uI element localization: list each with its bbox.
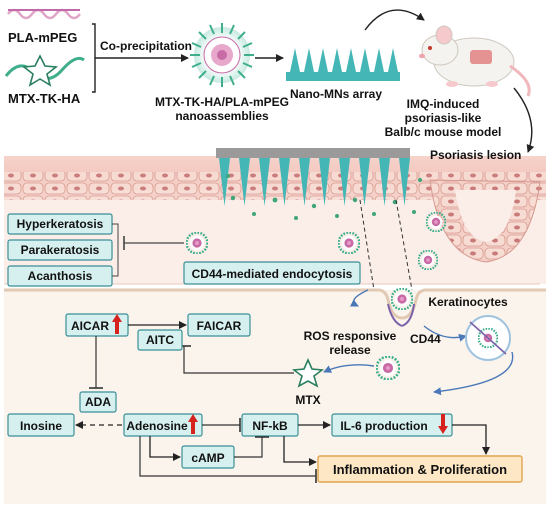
mouse-label-line2: psoriasis-like	[405, 111, 482, 125]
to-lesion-arrow	[513, 87, 535, 153]
aicar-label: AICAR	[71, 319, 109, 333]
cd44-receptor	[387, 303, 403, 327]
camp-inhibit-nfkb-line	[234, 437, 263, 458]
inflammation-box: Inflammation & Proliferation	[317, 455, 523, 483]
zoom-line-left	[359, 199, 375, 291]
adenosine-label: Adenosine	[126, 419, 188, 433]
mtx-star-icon	[21, 54, 59, 87]
mouse-label-line3: Balb/c mouse model	[385, 125, 502, 139]
mtx-inhibit-aitc-line	[183, 346, 294, 374]
parakeratosis-label: Parakeratosis	[21, 243, 100, 257]
mouse-label-line1: IMQ-induced	[407, 97, 480, 111]
il6-box: IL-6 production	[331, 413, 453, 437]
hyperkeratosis-box: Hyperkeratosis	[7, 213, 113, 235]
mouse-icon	[419, 25, 531, 97]
camp-label: cAMP	[191, 451, 224, 465]
il6-down-arrow-icon	[438, 414, 448, 434]
nanoassembly-large	[190, 23, 254, 87]
faicar-box: FAICAR	[187, 313, 251, 337]
to-mouse-arrow	[364, 9, 425, 31]
nanoassemblies-label-line2: nanoassemblies	[175, 109, 269, 123]
inosine-box: Inosine	[7, 413, 75, 437]
mtx-star-icon	[291, 358, 325, 388]
cell-membrane	[4, 288, 546, 320]
adenosine-inhibit-inflammation-line	[139, 436, 316, 477]
mtx-tk-ha-label: MTX-TK-HA	[8, 91, 81, 106]
adenosine-box: Adenosine	[123, 413, 203, 437]
mtx-tk-ha-group: MTX-TK-HA	[4, 54, 85, 106]
adenosine-up-arrow-icon	[188, 414, 198, 434]
hyperkeratosis-label: Hyperkeratosis	[17, 217, 104, 231]
inosine-label: Inosine	[20, 419, 62, 433]
cd44-endocytosis-label: CD44-mediated endocytosis	[192, 267, 353, 281]
camp-box: cAMP	[181, 445, 235, 469]
mns-patch-backing	[216, 148, 410, 158]
coprecipitation-label: Co-precipitation	[100, 39, 192, 53]
inflammation-label: Inflammation & Proliferation	[333, 462, 507, 477]
nano-mns-array-icon	[286, 48, 400, 81]
ada-box: ADA	[79, 391, 117, 413]
endosome-to-release-arrow	[433, 351, 514, 396]
inserted-microneedles	[219, 158, 410, 206]
ros-release-arrow	[323, 364, 375, 373]
keratinocytes-label: Keratinocytes	[428, 295, 508, 309]
lesion-patch	[470, 50, 492, 64]
pla-mpeg-label: PLA-mPEG	[8, 30, 77, 45]
nanoassemblies-label-line1: MTX-TK-HA/PLA-mPEG	[155, 95, 289, 109]
nfkb-label: NF-kB	[252, 419, 288, 433]
to-endosome-arrow	[423, 325, 467, 342]
symptoms-bracket	[112, 223, 119, 277]
parakeratosis-box: Parakeratosis	[7, 239, 113, 261]
uptake-arrow	[349, 289, 369, 307]
nfkb-box: NF-kB	[241, 413, 299, 437]
faicar-label: FAICAR	[197, 319, 242, 333]
aicar-box: AICAR	[65, 313, 129, 337]
cd44-label: CD44	[410, 332, 441, 346]
il6-label: IL-6 production	[340, 419, 427, 433]
acanthosis-label: Acanthosis	[28, 269, 93, 283]
acanthosis-box: Acanthosis	[7, 265, 113, 287]
zoom-line-right	[395, 199, 413, 291]
nano-mns-label: Nano-MNs array	[290, 87, 382, 101]
pla-mpeg-group: PLA-mPEG	[7, 8, 81, 45]
cd44-endocytosis-box: CD44-mediated endocytosis	[183, 261, 361, 285]
released-dots	[226, 174, 422, 220]
aitc-box: AITC	[137, 329, 183, 351]
il6-to-inflammation-arrow	[452, 424, 490, 455]
ros-label-line1: ROS responsive	[304, 329, 397, 343]
aicar-up-arrow-icon	[112, 314, 122, 334]
aitc-label: AITC	[146, 333, 174, 347]
endosome-icon	[465, 315, 511, 361]
coprecipitation-connector: Co-precipitation	[92, 23, 192, 93]
psoriasis-lesion-label: Psoriasis lesion	[430, 148, 521, 162]
mtx-label: MTX	[295, 393, 320, 407]
ros-label-line2: release	[329, 343, 371, 357]
ada-label: ADA	[85, 395, 111, 409]
adenosine-to-camp-arrow	[149, 436, 181, 461]
nfkb-to-inflammation-arrow	[283, 436, 317, 466]
